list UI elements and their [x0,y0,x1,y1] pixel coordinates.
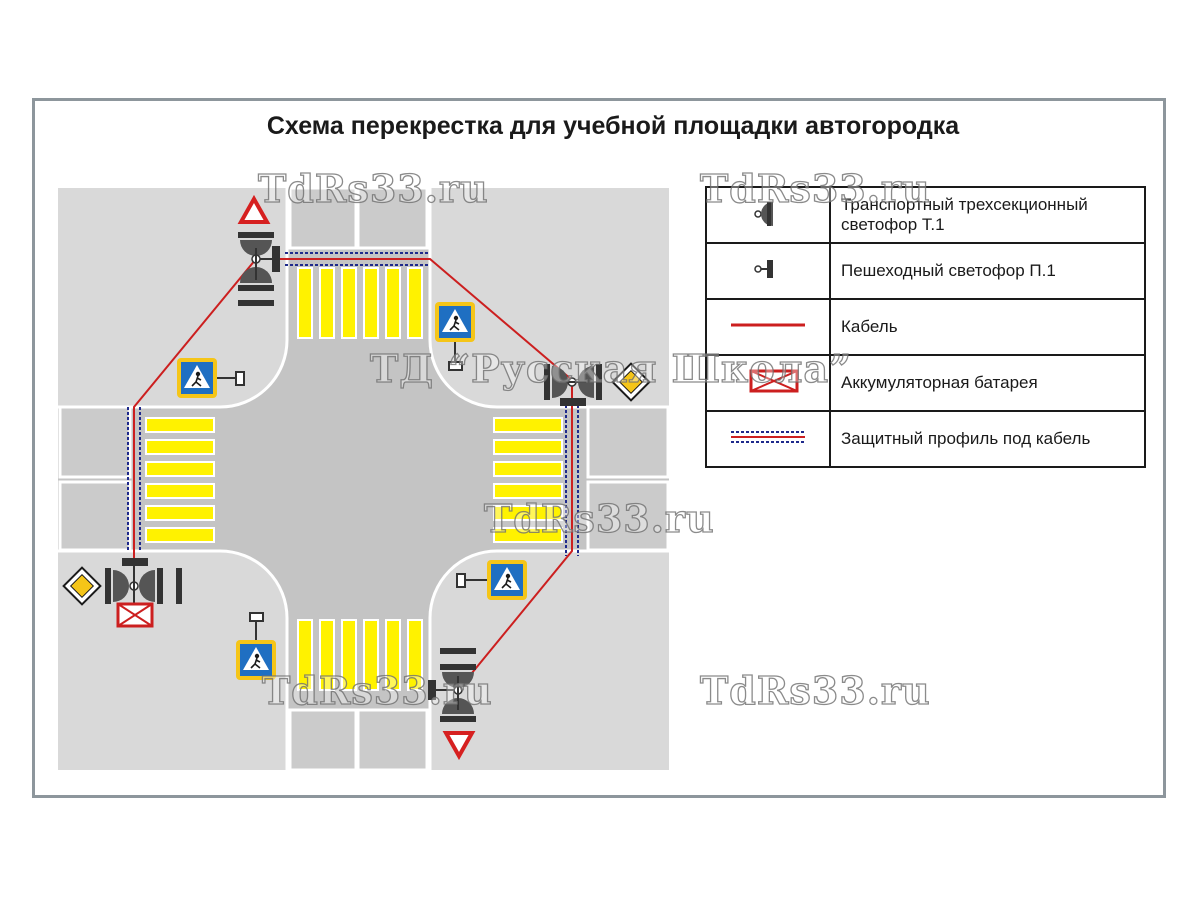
legend-row: Транспортный трехсекционный светофор Т.1 [705,186,1146,244]
crosswalk-west [145,417,215,543]
legend-row: Аккумуляторная батарея [705,354,1146,412]
watermark: ТД “Русская Школа” [369,345,852,391]
watermark: TdRs33.ru [699,667,931,713]
legend-row: Кабель [705,298,1146,356]
legend-row: Защитный профиль под кабель [705,410,1146,468]
legend-symbol [705,186,831,244]
legend-row: Пешеходный светофор П.1 [705,242,1146,300]
crosswalk-south [297,619,423,691]
legend-label: Кабель [829,298,1146,356]
battery-icon [116,602,154,628]
pedestrian-light-icon [754,260,773,278]
cable-line [731,323,805,327]
legend-table: Транспортный трехсекционный светофор Т.1… [705,186,1146,468]
watermark: TdRs33.ru [261,667,493,713]
protective-profile-lines [127,252,579,556]
watermark: TdRs33.ru [483,495,715,541]
legend-label: Аккумуляторная батарея [829,354,1146,412]
crosswalk-north [297,267,423,339]
legend-symbol [705,242,831,300]
watermark: TdRs33.ru [699,165,931,211]
legend-symbol [705,410,831,468]
pedestrian-crossing-sign-ne [434,301,476,343]
page-title: Схема перекрестка для учебной площадки а… [266,112,960,140]
crosswalk-east [493,417,563,543]
protective-profile-line [731,431,805,443]
battery-icon [749,369,799,393]
legend-symbol [705,354,831,412]
legend-label: Пешеходный светофор П.1 [829,242,1146,300]
pedestrian-crossing-sign-se [486,559,528,601]
traffic-light-sw [62,558,182,628]
legend-label: Защитный профиль под кабель [829,410,1146,468]
legend-label: Транспортный трехсекционный светофор Т.1 [829,186,1146,244]
traffic-light-icon [754,202,773,226]
watermark: TdRs33.ru [257,165,489,211]
legend-symbol [705,298,831,356]
pedestrian-crossing-sign-w [176,357,218,399]
traffic-light-s [428,648,476,761]
traffic-light-e [544,362,651,406]
traffic-light-nw [237,194,280,306]
cable-lines [133,258,573,691]
